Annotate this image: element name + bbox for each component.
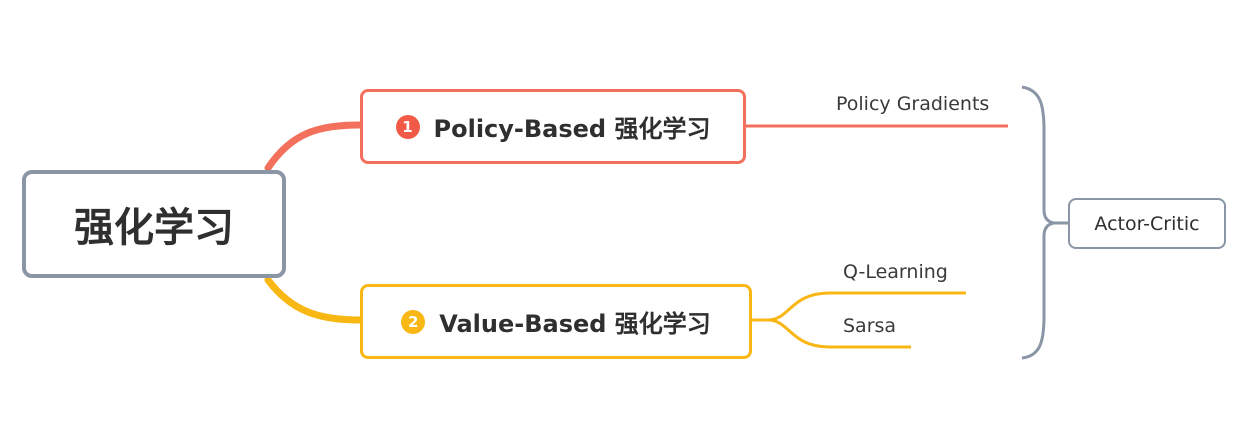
leaf-sarsa[interactable]: Sarsa <box>843 315 897 337</box>
connector-value-sarsa <box>767 318 911 349</box>
branch-value-based[interactable]: 2 Value-Based 强化学习 <box>360 284 752 359</box>
number-badge-icon: 1 <box>395 114 420 139</box>
branch-label: Policy-Based 强化学习 <box>433 115 711 143</box>
branch-label: Value-Based 强化学习 <box>439 310 711 338</box>
connector-root-policy <box>264 121 364 172</box>
summary-actor-critic[interactable]: Actor-Critic <box>1068 198 1226 249</box>
number-badge-icon: 2 <box>401 309 426 334</box>
leaf-policy-gradients[interactable]: Policy Gradients <box>836 93 990 115</box>
root-node[interactable]: 强化学习 <box>22 170 286 278</box>
branch-policy-based[interactable]: 1 Policy-Based 强化学习 <box>360 89 746 164</box>
root-label: 强化学习 <box>74 205 234 251</box>
summary-label: Actor-Critic <box>1094 212 1200 235</box>
connector-root-value <box>264 276 364 324</box>
summary-brace <box>1021 85 1055 360</box>
leaf-q-learning[interactable]: Q-Learning <box>843 261 948 283</box>
